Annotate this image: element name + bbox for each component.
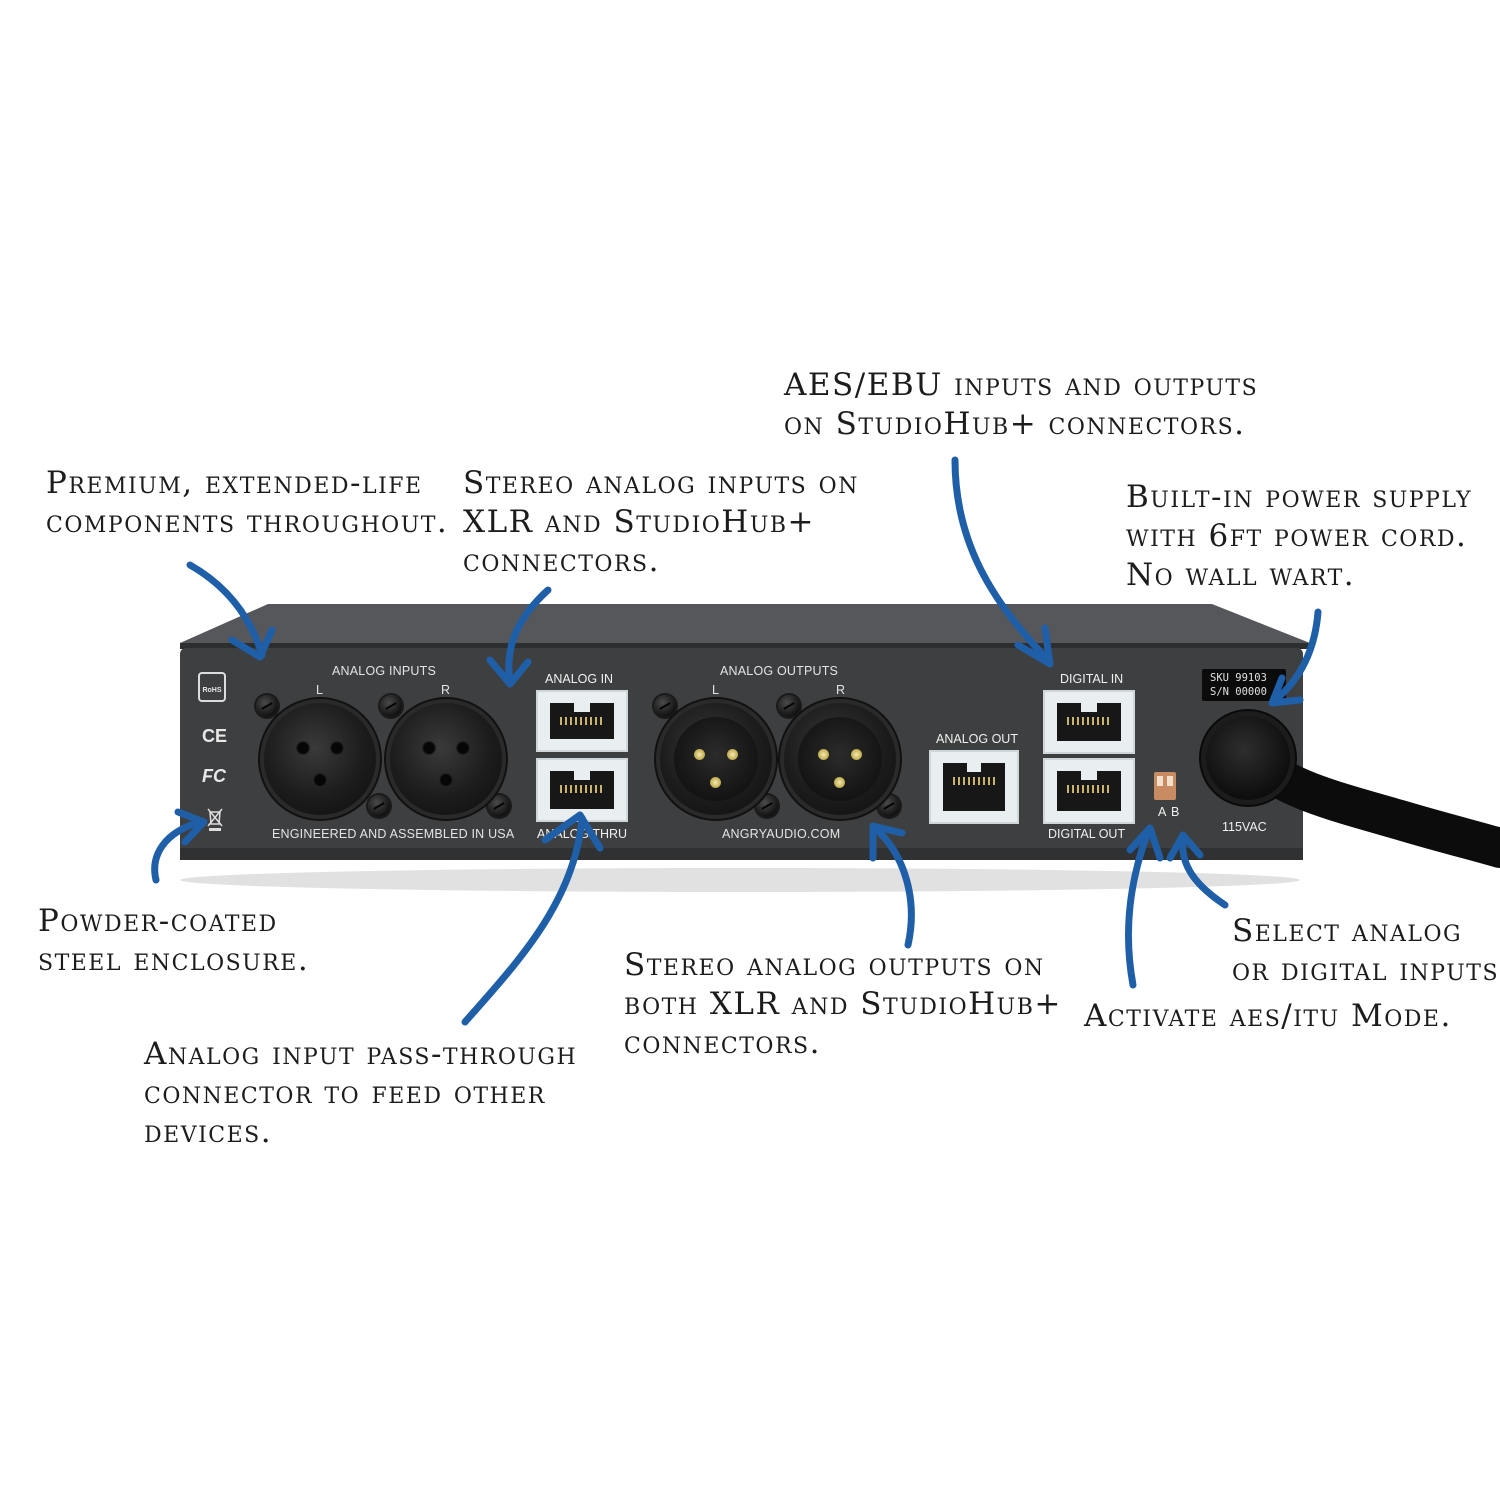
analog-outputs-label: ANALOG OUTPUTS <box>720 664 839 678</box>
callout-stereo-outputs: Stereo analog outputs on both XLR and St… <box>624 947 1062 1061</box>
arrow-select-inputs <box>1179 834 1229 909</box>
screw-icon <box>368 795 390 817</box>
xlr-input-left-jack[interactable] <box>264 703 376 815</box>
fcc-mark: FC <box>202 766 226 786</box>
power-cable <box>1232 740 1500 868</box>
screw-icon <box>778 695 800 717</box>
voltage-label: 115VAC <box>1222 820 1267 834</box>
analog-outputs-right-label: R <box>836 683 846 697</box>
callout-stereo-inputs: Stereo analog inputs on XLR and StudioHu… <box>463 465 859 579</box>
analog-out-rj45-port[interactable] <box>929 750 1019 824</box>
weee-bin-icon <box>207 808 223 831</box>
digital-out-rj45-port[interactable] <box>1043 758 1135 824</box>
xlr-output-right-jack[interactable] <box>784 703 896 815</box>
arrow-premium <box>186 561 266 659</box>
switch-a-label: A <box>1158 805 1167 819</box>
digital-in-rj45-port[interactable] <box>1043 690 1135 754</box>
screw-icon <box>654 695 676 717</box>
digital-in-label: DIGITAL IN <box>1060 672 1124 686</box>
callout-aes-itu: Activate aes/itu Mode. <box>1084 998 1452 1034</box>
screw-icon <box>488 795 510 817</box>
callout-pass-through: Analog input pass-through connector to f… <box>144 1036 578 1150</box>
arrow-aes-itu <box>1124 828 1152 989</box>
xlr-output-left-jack[interactable] <box>660 703 772 815</box>
switch-b-label: B <box>1171 805 1180 819</box>
callout-power-supply: Built-in power supply with 6ft power cor… <box>1126 479 1473 593</box>
sku-text: SKU 99103 <box>1210 672 1267 684</box>
rohs-badge: RoHS <box>198 672 226 702</box>
analog-inputs-label: ANALOG INPUTS <box>332 664 437 678</box>
arrow-stereo-inputs <box>505 586 552 686</box>
analog-inputs-left-label: L <box>316 683 324 697</box>
arrow-stereo-outputs <box>871 824 915 949</box>
screw-icon <box>256 695 278 717</box>
analog-in-label: ANALOG IN <box>545 672 614 686</box>
power-inlet[interactable] <box>1206 716 1290 800</box>
callout-enclosure: Powder-coated steel enclosure. <box>38 903 310 978</box>
arrow-power <box>1271 608 1322 704</box>
analog-inputs-right-label: R <box>441 683 451 697</box>
analog-in-rj45-port[interactable] <box>536 690 628 752</box>
callout-select-inputs: Select analog or digital inputs. <box>1232 913 1500 988</box>
digital-out-label: DIGITAL OUT <box>1048 827 1126 841</box>
arrow-enclosure <box>151 818 204 884</box>
dip-switch[interactable] <box>1154 772 1176 800</box>
analog-outputs-left-label: L <box>712 683 720 697</box>
website-text: ANGRYAUDIO.COM <box>722 827 841 841</box>
xlr-input-right-jack[interactable] <box>390 703 502 815</box>
screw-icon <box>878 795 900 817</box>
analog-thru-rj45-port[interactable] <box>536 758 628 822</box>
analog-out-label: ANALOG OUT <box>936 732 1018 746</box>
arrow-pass-through <box>461 814 586 1026</box>
callout-aes-ebu: AES/EBU inputs and outputs on StudioHub+… <box>784 367 1259 442</box>
ce-mark: CE <box>202 726 228 746</box>
serial-text: S/N 00000 <box>1210 686 1267 698</box>
engineered-in-usa-text: ENGINEERED AND ASSEMBLED IN USA <box>272 827 515 841</box>
screw-icon <box>380 695 402 717</box>
screw-icon <box>756 795 778 817</box>
arrow-aes-ebu <box>951 456 1052 664</box>
callout-premium: Premium, extended-life components throug… <box>46 465 449 540</box>
